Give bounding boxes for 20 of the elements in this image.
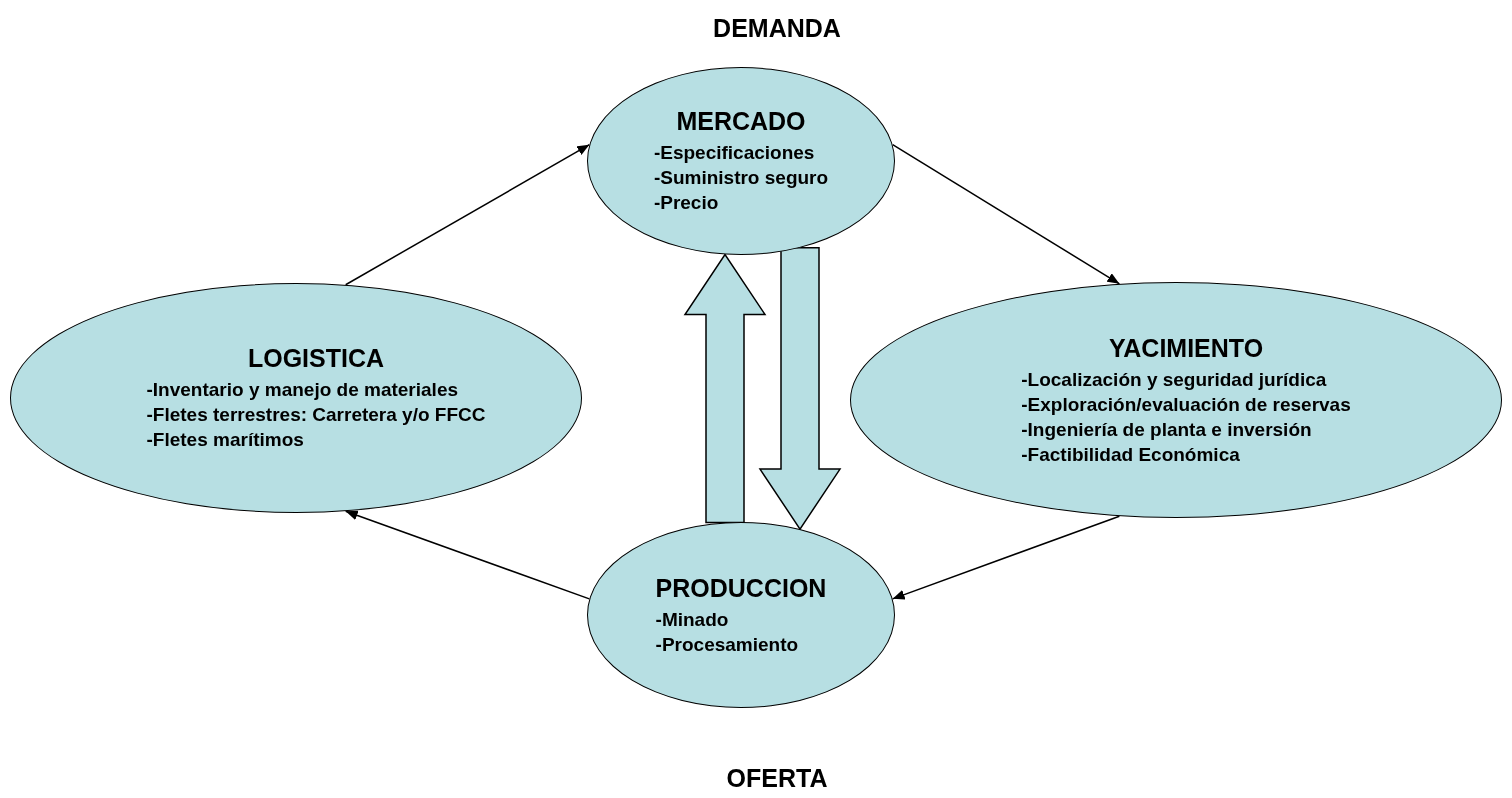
axis-label: OFERTA	[726, 764, 828, 793]
list-item: -Procesamiento	[655, 632, 799, 657]
list-item: -Minado	[655, 607, 729, 632]
list-item: -Precio	[653, 191, 719, 215]
list-item: -Inventario y manejo de materiales	[146, 378, 459, 402]
list-item: -Suministro seguro	[653, 166, 829, 190]
list-item: -Fletes terrestres: Carretera y/o FFCC	[146, 403, 486, 427]
block-arrow	[758, 247, 842, 531]
list-item: -Localización y seguridad jurídica	[1021, 367, 1327, 392]
list-item: -Factibilidad Económica	[1021, 442, 1240, 467]
list-item: -Ingeniería de planta e inversión	[1021, 417, 1312, 442]
block-arrow	[683, 253, 767, 524]
node-title: MERCADO	[676, 107, 806, 136]
list-item: -Especificaciones	[653, 141, 815, 165]
node-title: PRODUCCION	[655, 573, 827, 603]
list-item: -Exploración/evaluación de reservas	[1021, 392, 1351, 417]
node-title: YACIMIENTO	[1108, 333, 1264, 363]
node-title: LOGISTICA	[247, 344, 385, 373]
axis-label: DEMANDA	[713, 14, 841, 43]
list-item: -Fletes marítimos	[146, 428, 304, 452]
